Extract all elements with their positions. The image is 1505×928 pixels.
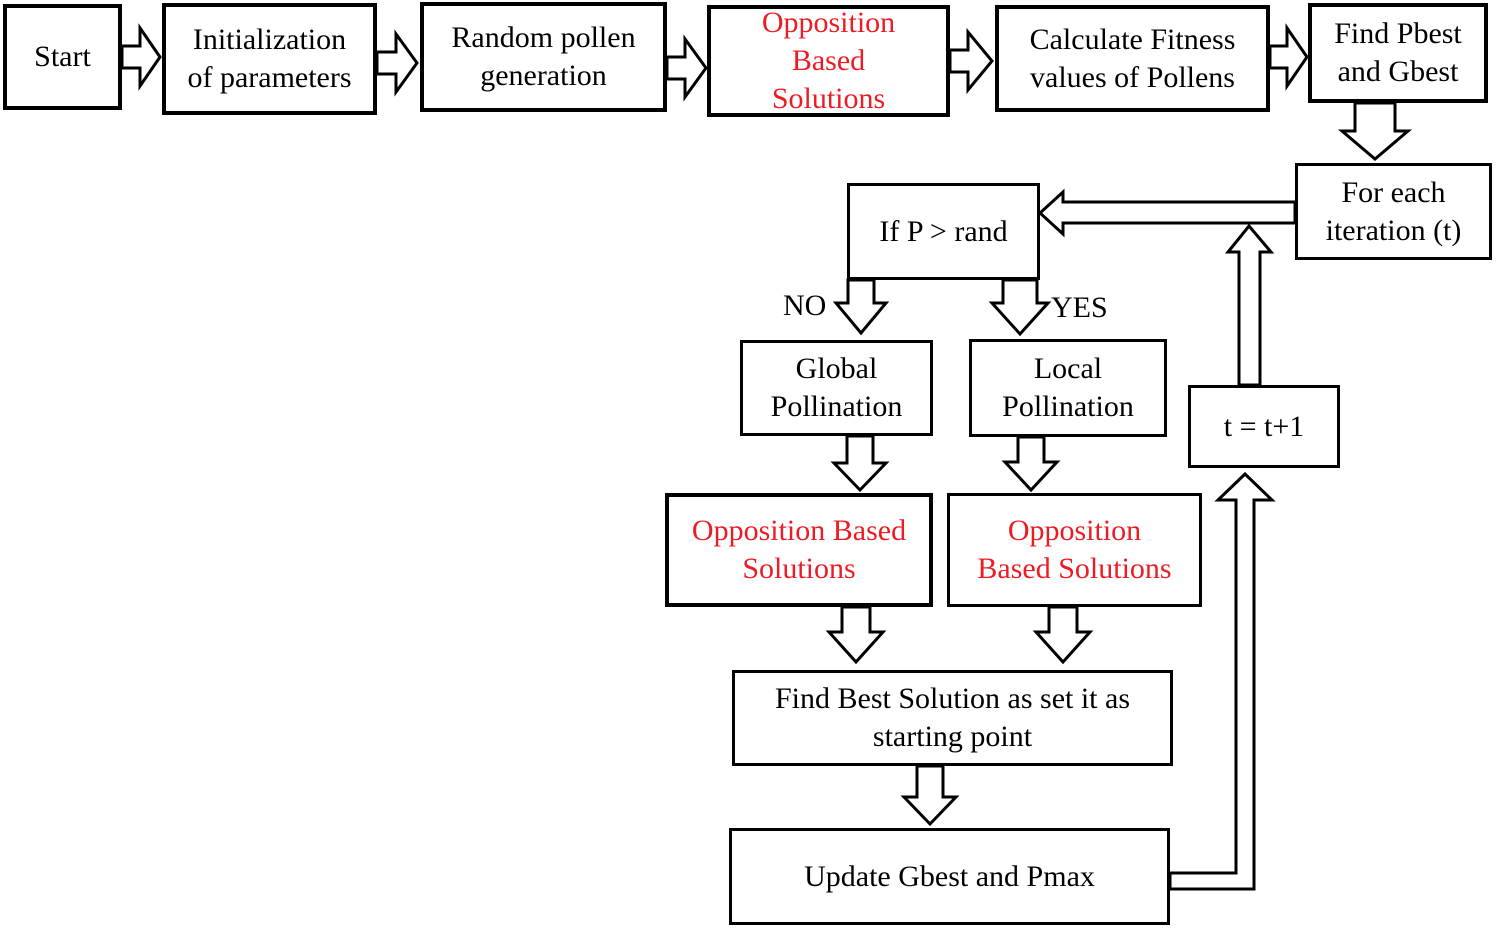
node-opposition-based-top: Opposition Based Solutions bbox=[707, 5, 950, 117]
node-start-label: Start bbox=[34, 40, 91, 73]
node-if-p-rand: If P > rand bbox=[847, 183, 1040, 280]
arrow-obs-top-to-calc bbox=[948, 27, 994, 95]
arrow-obs-local-to-findbest bbox=[1032, 605, 1094, 665]
node-increment-t: t = t+1 bbox=[1188, 385, 1340, 468]
arrow-pbest-to-foreach bbox=[1337, 101, 1413, 161]
node-initialization: Initialization of parameters bbox=[162, 3, 377, 115]
arrow-ifp-yes-to-local bbox=[988, 278, 1052, 337]
node-find-pbest-gbest-label: Find Pbest and Gbest bbox=[1334, 17, 1462, 88]
node-for-each-iteration: For each iteration (t) bbox=[1295, 163, 1492, 260]
node-global-pollination: Global Pollination bbox=[740, 340, 933, 436]
arrow-tinc-to-foreach bbox=[1224, 223, 1275, 387]
node-local-pollination-label: Local Pollination bbox=[1002, 352, 1134, 423]
arrow-foreach-to-ifp bbox=[1037, 188, 1297, 238]
arrow-ifp-no-to-global bbox=[832, 278, 890, 336]
node-for-each-iteration-label: For each iteration (t) bbox=[1325, 175, 1462, 247]
node-initialization-label: Initialization of parameters bbox=[187, 23, 352, 94]
node-find-best-solution-label: Find Best Solution as set it as starting… bbox=[774, 682, 1131, 753]
node-opposition-based-top-label: Opposition Based Solutions bbox=[761, 6, 896, 115]
node-start: Start bbox=[3, 4, 122, 110]
node-update-gbest-pmax: Update Gbest and Pmax bbox=[729, 828, 1170, 925]
branch-label-yes: YES bbox=[1051, 291, 1108, 324]
branch-label-no: NO bbox=[783, 289, 827, 322]
arrow-obs-global-to-findbest bbox=[825, 605, 887, 665]
arrow-global-to-obs bbox=[830, 434, 890, 493]
node-calculate-fitness-label: Calculate Fitness values of Pollens bbox=[1029, 22, 1236, 94]
arrow-random-to-obs-top bbox=[665, 34, 708, 102]
node-global-pollination-label: Global Pollination bbox=[770, 352, 903, 423]
node-find-pbest-gbest: Find Pbest and Gbest bbox=[1308, 3, 1488, 103]
node-opposition-based-local-label: Opposition Based Solutions bbox=[977, 514, 1172, 585]
arrow-calc-to-pbest bbox=[1268, 23, 1309, 91]
node-random-pollen-label: Random pollen generation bbox=[451, 21, 636, 92]
node-opposition-based-global: Opposition Based Solutions bbox=[665, 493, 933, 607]
arrow-findbest-to-update bbox=[900, 764, 960, 827]
node-if-p-rand-label: If P > rand bbox=[879, 214, 1008, 248]
arrow-start-to-init bbox=[120, 23, 162, 91]
node-opposition-based-local: Opposition Based Solutions bbox=[947, 493, 1202, 607]
arrow-update-to-tinc bbox=[1168, 471, 1276, 891]
node-opposition-based-global-label: Opposition Based Solutions bbox=[691, 514, 907, 585]
node-local-pollination: Local Pollination bbox=[969, 339, 1167, 437]
arrow-init-to-random bbox=[375, 29, 419, 97]
node-find-best-solution: Find Best Solution as set it as starting… bbox=[732, 670, 1173, 766]
arrow-local-to-obs bbox=[1001, 435, 1061, 493]
node-calculate-fitness: Calculate Fitness values of Pollens bbox=[995, 5, 1270, 112]
node-increment-t-label: t = t+1 bbox=[1223, 409, 1305, 443]
node-random-pollen: Random pollen generation bbox=[420, 2, 667, 112]
node-update-gbest-pmax-label: Update Gbest and Pmax bbox=[804, 859, 1095, 893]
